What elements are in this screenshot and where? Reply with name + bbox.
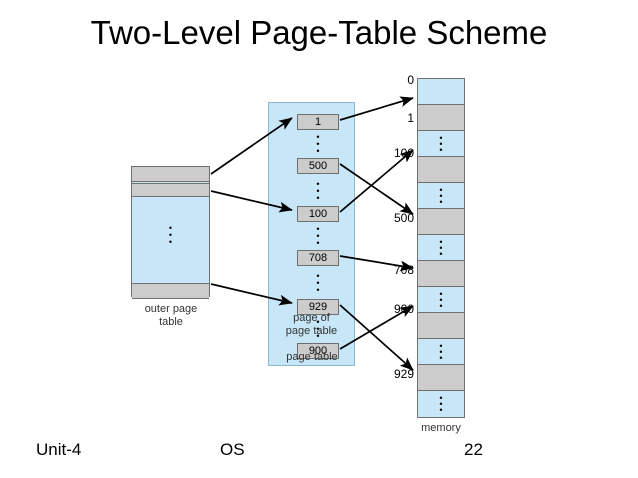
memory-frame-708[interactable] [418,261,464,287]
footer-course-label: OS [220,440,245,459]
page-table-ellipsis-icon-2: ••• [316,179,320,203]
memory-gap-2: ••• [418,183,464,209]
arrow-outer-second-to-entry-100 [210,190,293,213]
page-table-entry-929[interactable]: 929 [297,299,339,315]
page-title: Two-Level Page-Table Scheme [90,14,548,51]
page-table-entry-100[interactable]: 100 [297,206,339,222]
memory-ellipsis-icon-6: ••• [439,393,443,415]
arrow-outer-bottom-to-entry-929 [210,283,293,306]
outer-page-table-ellipsis-icon: ••• [168,223,173,247]
footer-page-number: 22 [464,440,483,459]
outer-page-table-entry-second[interactable] [132,183,209,197]
outer-page-table-entry-top[interactable] [132,166,209,182]
memory-gap-6: ••• [418,391,464,417]
arrow-entry-929-to-memory-929 [339,304,414,371]
memory-index-label-0: 0 [407,73,414,87]
memory-frame-500[interactable] [418,209,464,235]
page-table-entry-900[interactable]: 900 [297,343,339,359]
footer-unit-label: Unit-4 [36,440,82,459]
page-table-ellipsis-icon-4: ••• [316,271,320,295]
memory-frame-900[interactable] [418,313,464,339]
memory-column[interactable]: ••• ••• ••• ••• ••• ••• [417,78,465,418]
page-table-entry-500[interactable]: 500 [297,158,339,174]
page-of-page-table-panel [268,102,355,366]
memory-frame-1[interactable] [418,105,464,131]
memory-ellipsis-icon-3: ••• [439,237,443,259]
memory-ellipsis-icon-4: ••• [439,289,443,311]
memory-frame-100[interactable] [418,157,464,183]
arrow-entry-1-to-memory-1 [339,96,414,121]
outer-page-table-caption: outer page table [96,303,246,329]
page-table-entry-1[interactable]: 1 [297,114,339,130]
arrow-outer-top-to-entry-1 [210,117,293,175]
page-table-ellipsis-icon-3: ••• [316,224,320,248]
memory-gap-4: ••• [418,287,464,313]
memory-frame-0[interactable] [418,79,464,105]
outer-page-table-entry-bottom[interactable] [132,283,209,299]
arrow-entry-708-to-memory-708 [339,255,414,272]
outer-page-table-caption-line2: table [159,316,183,328]
memory-caption: memory [421,422,461,434]
page-of-page-table-caption-line1: page of [293,312,330,324]
memory-gap-3: ••• [418,235,464,261]
page-of-page-table-caption: page of page table [268,312,355,338]
arrow-entry-900-to-memory-900 [339,305,414,350]
slide-footer: Unit-4 OS 22 [0,440,638,478]
two-level-page-table-diagram: ••• outer page table 1 ••• 500 ••• 100 •… [0,56,638,436]
page-table-entry-708[interactable]: 708 [297,250,339,266]
memory-ellipsis-icon-5: ••• [439,341,443,363]
memory-gap-5: ••• [418,339,464,365]
outer-page-table[interactable]: ••• [131,166,210,299]
page-table-ellipsis-icon-1: ••• [316,132,320,156]
memory-ellipsis-icon-2: ••• [439,185,443,207]
page-table-ellipsis-icon-5: ••• [316,317,320,341]
connector-arrows [210,96,414,371]
arrow-entry-100-to-memory-100 [339,149,414,213]
memory-frame-929[interactable] [418,365,464,391]
memory-gap-1: ••• [418,131,464,157]
page-table-caption: page table [286,351,338,363]
arrow-entry-500-to-memory-500 [339,163,414,215]
page-of-page-table-caption-line2: page table [285,325,338,337]
memory-index-label-1: 1 [407,111,414,125]
memory-ellipsis-icon-1: ••• [439,133,443,155]
outer-page-table-caption-line1: outer page [144,303,198,315]
memory-index-label-500: 500 [393,211,414,225]
